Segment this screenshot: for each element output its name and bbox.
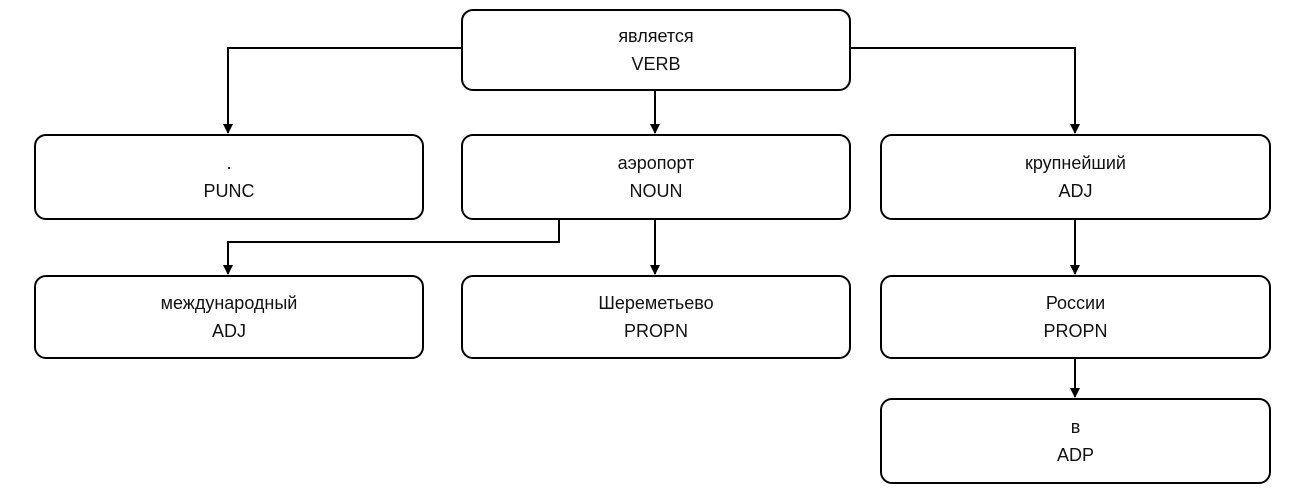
- node-word: крупнейший: [1025, 153, 1126, 173]
- node-word: в: [1070, 417, 1081, 437]
- node-tag: VERB: [631, 54, 681, 74]
- node-tag: NOUN: [629, 181, 683, 201]
- node-adj-mezhdunarodnyy: международный ADJ: [34, 275, 424, 359]
- node-word: международный: [160, 293, 298, 313]
- node-adp: в ADP: [880, 398, 1271, 484]
- node-propn-rossii: России PROPN: [880, 275, 1271, 359]
- node-root: является VERB: [461, 9, 851, 91]
- edge-root-to-punc: [223, 47, 461, 134]
- node-tag: PROPN: [623, 321, 688, 341]
- node-noun: аэропорт NOUN: [461, 134, 851, 220]
- node-word: .: [226, 153, 232, 173]
- edge-root-to-adj1: [851, 47, 1080, 134]
- edge-noun-to-adj2: [223, 220, 560, 275]
- node-tag: ADJ: [1058, 181, 1093, 201]
- node-word: России: [1045, 293, 1106, 313]
- node-word: Шереметьево: [598, 293, 714, 313]
- node-tag: PUNC: [203, 181, 255, 201]
- node-word: аэропорт: [617, 153, 695, 173]
- node-tag: ADP: [1056, 445, 1094, 465]
- node-tag: ADJ: [211, 321, 246, 341]
- node-adj-krupneyshiy: крупнейший ADJ: [880, 134, 1271, 220]
- node-propn-sheremetyevo: Шереметьево PROPN: [461, 275, 851, 359]
- node-punc: . PUNC: [34, 134, 424, 220]
- node-tag: PROPN: [1043, 321, 1108, 341]
- node-word: является: [618, 26, 694, 46]
